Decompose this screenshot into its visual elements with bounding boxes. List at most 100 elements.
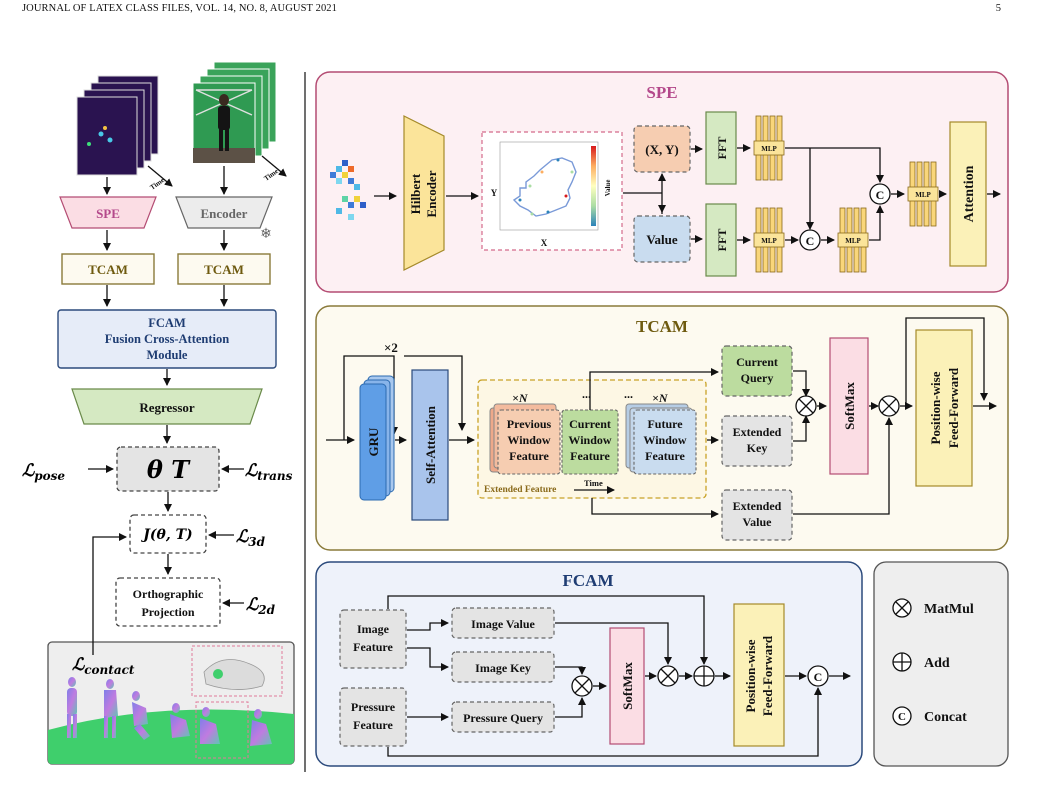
contact-feedback-arrow	[92, 533, 127, 655]
concat-op-fcam	[807, 665, 829, 687]
svg-text:Pressure: Pressure	[351, 700, 396, 714]
loss-2d: ℒ2d	[246, 595, 276, 617]
encoder-block	[175, 196, 273, 229]
softmax-label-fcam: SoftMax	[620, 662, 635, 710]
svg-text:Current: Current	[569, 417, 611, 431]
mlp-block-top: MLP	[753, 115, 785, 181]
plot-value-label: Value	[604, 180, 612, 197]
ffn-label-tcam-1: Position-wise	[928, 371, 943, 444]
times-two-label: ×2	[384, 340, 398, 355]
concat-label-2: C	[876, 188, 885, 202]
pressure-query-label: Pressure Query	[463, 711, 543, 725]
value-block	[633, 215, 691, 263]
times-n-1: ×N	[512, 391, 529, 405]
svg-text:Feature: Feature	[509, 449, 549, 463]
xy-block	[633, 125, 691, 173]
svg-text:Window: Window	[568, 433, 611, 447]
svg-text:Value: Value	[743, 515, 773, 529]
joint-block	[129, 514, 207, 554]
extended-feature-label: Extended Feature	[484, 485, 556, 495]
pressure-query-block	[451, 701, 555, 733]
spe-panel: SPE Hilbert Encoder	[315, 71, 1009, 293]
time-arrow-pressure	[147, 165, 173, 187]
loss-3d: ℒ3d	[236, 527, 266, 549]
ortho-label-1: Orthographic	[133, 587, 204, 601]
ffn-label-fcam-2: Feed-Forward	[760, 635, 775, 716]
ortho-label-2: Projection	[141, 605, 194, 619]
pressure-heatmap	[330, 160, 366, 220]
regressor-block	[71, 388, 263, 425]
self-attention-label: Self-Attention	[423, 405, 438, 484]
dots-1: ...	[582, 387, 591, 401]
image-key-block	[451, 651, 555, 683]
svg-text:Extended: Extended	[733, 499, 782, 513]
concat-label-1: C	[806, 234, 815, 248]
page-number: 5	[995, 3, 1001, 14]
current-window-feature: Current Window Feature	[561, 409, 619, 475]
concat-label-fcam: C	[814, 670, 823, 684]
pressure-frames	[76, 75, 159, 176]
fcam-sub2-left: Module	[147, 348, 188, 362]
svg-text:Feature: Feature	[353, 718, 393, 732]
image-feature-block	[339, 609, 407, 669]
concat-op-2	[869, 183, 891, 205]
image-frames	[192, 61, 277, 164]
fft-block-bottom	[705, 203, 737, 277]
mlp-block-bottom: MLP	[753, 207, 785, 273]
ffn-block-tcam	[915, 329, 973, 487]
regressor-label: Regressor	[139, 400, 195, 415]
legend-concat-label: Concat	[924, 710, 967, 725]
svg-text:Current: Current	[736, 355, 778, 369]
tcam-block-left-1	[61, 253, 155, 285]
self-attention-block	[411, 369, 449, 521]
xy-label: (X, Y)	[645, 142, 678, 157]
softmax-block-fcam	[609, 627, 645, 745]
svg-text:Key: Key	[747, 441, 768, 455]
tcam-label-left-2: TCAM	[204, 262, 244, 277]
legend-concat-icon	[892, 706, 912, 726]
ffn-label-fcam-1: Position-wise	[743, 639, 758, 712]
svg-text:Image: Image	[357, 622, 390, 636]
svg-text:Feature: Feature	[353, 640, 393, 654]
time-arrow-image	[261, 155, 287, 177]
dots-2: ...	[624, 387, 633, 401]
fcam-panel: FCAM Image Feature Pressure Feature Imag…	[315, 561, 863, 767]
hilbert-encoder-block	[403, 115, 445, 271]
gru-label: GRU	[366, 427, 381, 457]
theta-t-block	[116, 446, 220, 492]
times-n-2: ×N	[652, 391, 669, 405]
value-label: Value	[646, 232, 678, 247]
image-key-label: Image Key	[475, 661, 531, 675]
mlp-label-mid: MLP	[845, 237, 861, 245]
previous-window-feature: Previous Window Feature	[489, 403, 561, 475]
image-value-block	[451, 607, 555, 639]
loss-trans: ℒtrans	[245, 461, 293, 483]
ffn-block-fcam	[733, 603, 785, 747]
extended-key-block	[721, 415, 793, 467]
left-pipeline: Time Time SPE Encoder ❄ TCAM	[22, 61, 295, 765]
spe-label-left: SPE	[96, 206, 120, 221]
svg-text:Window: Window	[643, 433, 686, 447]
orthographic-block	[115, 577, 221, 627]
fft-label-top: FFT	[715, 137, 729, 160]
legend-matmul-label: MatMul	[924, 602, 974, 617]
gru-block: GRU	[359, 375, 395, 501]
svg-text:Query: Query	[741, 371, 774, 385]
spe-block-left	[59, 196, 157, 229]
running-header: JOURNAL OF LATEX CLASS FILES, VOL. 14, N…	[22, 3, 337, 14]
encoder-label: Encoder	[201, 206, 248, 221]
fft-label-bottom: FFT	[715, 229, 729, 252]
spe-title: SPE	[646, 83, 677, 102]
softmax-block-tcam	[829, 337, 869, 475]
loss-pose: ℒpose	[22, 461, 65, 483]
legend-add-label: Add	[924, 656, 950, 671]
joint-label: J(θ, T)	[140, 527, 192, 543]
ffn-label-tcam-2: Feed-Forward	[946, 367, 961, 448]
attention-label: Attention	[962, 165, 977, 222]
mlp-label-bottom: MLP	[761, 237, 777, 245]
pressure-feature-block	[339, 687, 407, 747]
loss-contact: ℒcontact	[72, 655, 135, 677]
mlp-block-final: MLP	[907, 161, 939, 227]
svg-text:Previous: Previous	[507, 417, 552, 431]
